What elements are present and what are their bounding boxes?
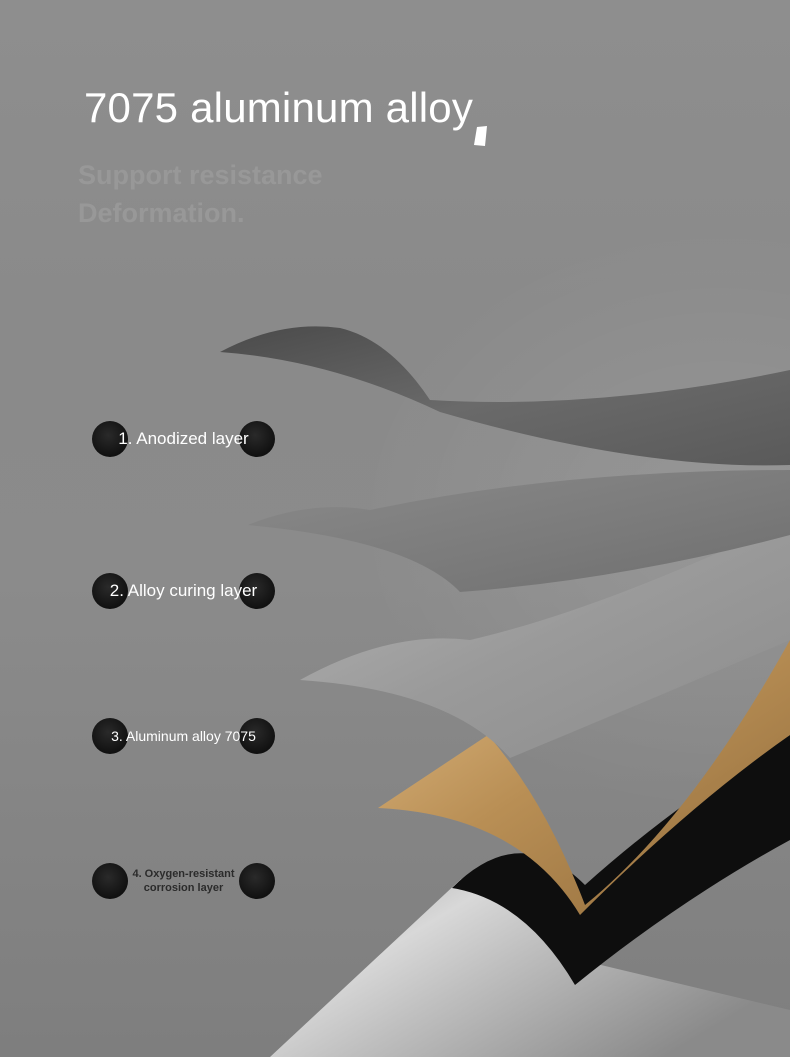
tube-body bbox=[270, 870, 790, 1057]
layer-label-text: 3. Aluminum alloy 7075 bbox=[111, 728, 256, 744]
pill-cap-right bbox=[239, 718, 275, 754]
layer-label-text: 4. Oxygen-resistant corrosion layer bbox=[132, 868, 235, 894]
pill-cap-left bbox=[92, 718, 128, 754]
layer-label-text: 1. Anodized layer bbox=[118, 429, 249, 448]
alloy-curing-layer bbox=[248, 470, 790, 592]
subtitle: Support resistance Deformation. bbox=[78, 156, 323, 232]
layer-label-1: 1. Anodized layer bbox=[92, 421, 275, 457]
pill-cap-right bbox=[239, 421, 275, 457]
layer-label-2: 2. Alloy curing layer bbox=[92, 573, 275, 609]
title-accent-mark bbox=[474, 126, 487, 146]
pill-cap-right bbox=[239, 863, 275, 899]
pill-cap-left bbox=[92, 573, 128, 609]
subtitle-line-2: Deformation. bbox=[78, 198, 245, 228]
pill-cap-right bbox=[239, 573, 275, 609]
pill-cap-left bbox=[92, 421, 128, 457]
page-title: 7075 aluminum alloy bbox=[84, 84, 474, 131]
anodized-layer bbox=[220, 326, 790, 466]
layer-label-4: 4. Oxygen-resistant corrosion layer bbox=[92, 863, 275, 899]
layer-label-3: 3. Aluminum alloy 7075 bbox=[92, 718, 275, 754]
pill-cap-left bbox=[92, 863, 128, 899]
subtitle-line-1: Support resistance bbox=[78, 160, 323, 190]
gold-oxygen-resistant-layer bbox=[378, 640, 790, 915]
layer-label-text: 2. Alloy curing layer bbox=[109, 581, 258, 600]
aluminum-alloy-7075-layer bbox=[300, 520, 790, 758]
